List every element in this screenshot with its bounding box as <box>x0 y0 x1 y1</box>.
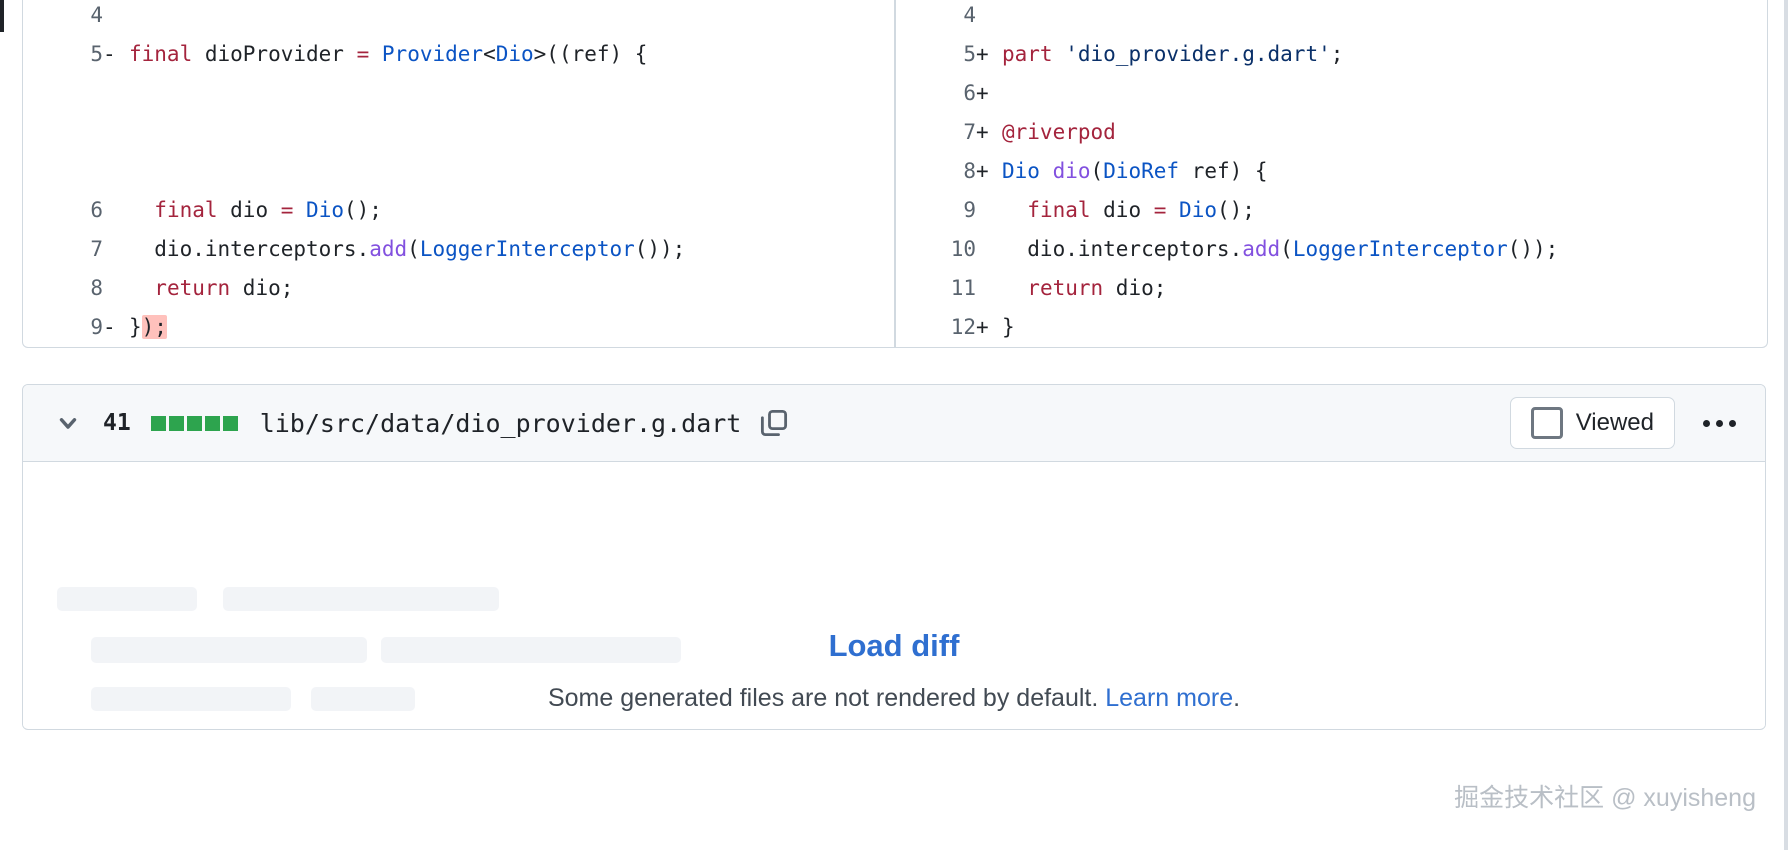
load-diff-link[interactable]: Load diff <box>828 628 960 663</box>
split-divider <box>894 35 896 74</box>
split-divider <box>894 74 896 113</box>
skeleton-bar <box>57 587 197 611</box>
file-header: 41 lib/src/data/dio_provider.g.dart View… <box>23 385 1765 462</box>
line-number-left[interactable] <box>23 113 103 152</box>
line-number-left[interactable]: 6 <box>90 198 103 222</box>
generated-file-note: Some generated files are not rendered by… <box>23 684 1765 713</box>
line-number-right[interactable]: 8 <box>963 159 976 183</box>
file-changes-count: 41 <box>103 410 131 436</box>
split-divider <box>894 308 896 347</box>
code-line-left[interactable]: final dio = Dio(); <box>154 198 382 222</box>
line-number-right[interactable]: 7 <box>963 120 976 144</box>
viewed-checkbox[interactable] <box>1530 407 1563 439</box>
note-period: . <box>1233 684 1241 712</box>
code-line-right[interactable]: final dio = Dio(); <box>1027 198 1255 222</box>
line-number-right[interactable]: 10 <box>950 237 976 261</box>
code-line-right[interactable]: return dio; <box>1027 276 1167 300</box>
line-number-right[interactable]: 5 <box>963 42 976 66</box>
diffstat-block <box>186 415 202 431</box>
line-number-right[interactable]: 6 <box>963 81 976 105</box>
file-diff-card: 41 lib/src/data/dio_provider.g.dart View… <box>22 384 1766 730</box>
split-divider <box>894 113 896 152</box>
code-line-left[interactable] <box>103 74 894 113</box>
diffstat-bar <box>150 415 238 431</box>
code-line-right[interactable]: +part 'dio_provider.g.dart'; <box>976 42 1344 66</box>
code-line-left[interactable] <box>103 113 894 152</box>
diffstat-block <box>150 415 166 431</box>
diff-row: 8+Dio dio(DioRef ref) { <box>23 152 1767 191</box>
diff-row: 9-}); 12+} <box>23 308 1767 347</box>
split-divider <box>894 0 896 35</box>
line-number-left[interactable]: 7 <box>90 237 103 261</box>
watermark: 掘金技术社区 @ xuyisheng <box>1454 784 1756 812</box>
viewed-toggle-button[interactable]: Viewed <box>1509 397 1675 449</box>
diff-row: 6+ <box>23 74 1767 113</box>
diff-row: 5-final dioProvider = Provider<Dio>((ref… <box>23 35 1767 74</box>
chevron-down-icon[interactable] <box>51 406 85 440</box>
line-number-left[interactable]: 5 <box>90 42 103 66</box>
generated-note-text: Some generated files are not rendered by… <box>547 684 1099 712</box>
code-line-left[interactable] <box>103 152 894 191</box>
diffstat-block <box>204 415 220 431</box>
split-divider <box>894 152 896 191</box>
diff-row: 7 dio.interceptors.add(LoggerInterceptor… <box>23 230 1767 269</box>
kebab-dot <box>1728 419 1736 427</box>
diffstat-block <box>168 415 184 431</box>
diffstat-block <box>222 415 238 431</box>
kebab-menu-icon[interactable] <box>1697 401 1741 445</box>
skeleton-bar <box>223 587 499 611</box>
split-divider <box>894 191 896 230</box>
line-number-right[interactable]: 12 <box>950 315 976 339</box>
viewed-label: Viewed <box>1575 409 1654 436</box>
line-number-right[interactable]: 9 <box>963 198 976 222</box>
skeleton-bar <box>91 687 291 711</box>
split-divider <box>894 269 896 308</box>
skeleton-bar <box>381 637 681 663</box>
code-line-left[interactable]: -}); <box>103 315 167 339</box>
skeleton-bar <box>91 637 367 663</box>
line-number-left[interactable]: 8 <box>90 276 103 300</box>
code-line-right[interactable] <box>976 0 1767 35</box>
line-number-right[interactable]: 11 <box>950 276 976 300</box>
code-line-right[interactable]: +} <box>976 315 1015 339</box>
window-right-edge <box>1784 0 1788 850</box>
copy-icon[interactable] <box>757 406 791 440</box>
split-divider <box>894 230 896 269</box>
code-line-right[interactable]: dio.interceptors.add(LoggerInterceptor()… <box>1002 237 1559 261</box>
code-line-right[interactable]: +Dio dio(DioRef ref) { <box>976 159 1268 183</box>
skeleton-bar <box>311 687 415 711</box>
code-line-left[interactable]: -final dioProvider = Provider<Dio>((ref)… <box>103 42 648 66</box>
learn-more-link[interactable]: Learn more <box>1105 684 1234 712</box>
code-line-left[interactable]: return dio; <box>154 276 294 300</box>
diff-row: 7+@riverpod <box>23 113 1767 152</box>
file-path-label[interactable]: lib/src/data/dio_provider.g.dart <box>259 408 742 438</box>
line-number-left[interactable]: 9 <box>90 315 103 339</box>
line-number-right[interactable]: 4 <box>963 3 976 27</box>
diff-row: 6 final dio = Dio(); 9 final dio = Dio(); <box>23 191 1767 230</box>
code-line-right[interactable]: + <box>976 81 989 105</box>
line-number-left[interactable] <box>23 152 103 191</box>
file-body-placeholder: Load diff Some generated files are not r… <box>23 462 1765 728</box>
window-edge-marker <box>0 0 4 32</box>
line-number-left[interactable] <box>23 74 103 113</box>
diff-row: 8 return dio; 11 return dio; <box>23 269 1767 308</box>
code-line-left[interactable]: dio.interceptors.add(LoggerInterceptor()… <box>129 237 686 261</box>
kebab-dot <box>1702 419 1710 427</box>
line-number-left[interactable]: 4 <box>90 3 103 27</box>
code-line-right[interactable]: +@riverpod <box>976 120 1116 144</box>
kebab-dot <box>1715 419 1723 427</box>
code-line-left[interactable] <box>103 0 894 35</box>
